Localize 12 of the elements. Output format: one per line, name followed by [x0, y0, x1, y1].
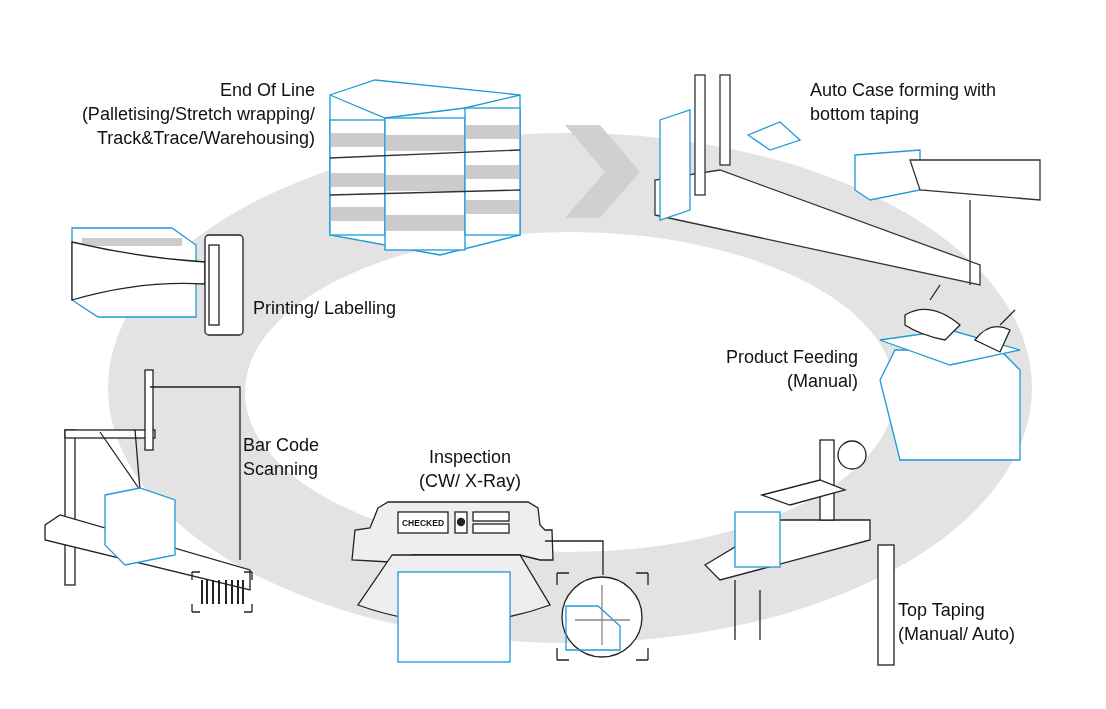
stage-label: Inspection — [427, 446, 513, 469]
stage-label: (Manual) — [785, 370, 858, 393]
stage-label: End Of Line — [218, 79, 315, 102]
stage-label: Product Feeding — [724, 346, 858, 369]
stage-label: Top Taping — [898, 599, 986, 622]
stage-label: (CW/ X-Ray) — [418, 470, 522, 493]
stage-label: Printing/ Labelling — [253, 297, 398, 320]
stage-label: (Manual/ Auto) — [898, 623, 1017, 646]
display-text: CHECKED — [401, 517, 445, 529]
stage-label: (Palletising/Stretch wrapping/ Track&Trace/Warehousing) — [80, 103, 315, 150]
stage-label: Bar Code Scanning — [243, 434, 321, 481]
stage-label: Auto Case forming with bottom taping — [810, 79, 998, 126]
